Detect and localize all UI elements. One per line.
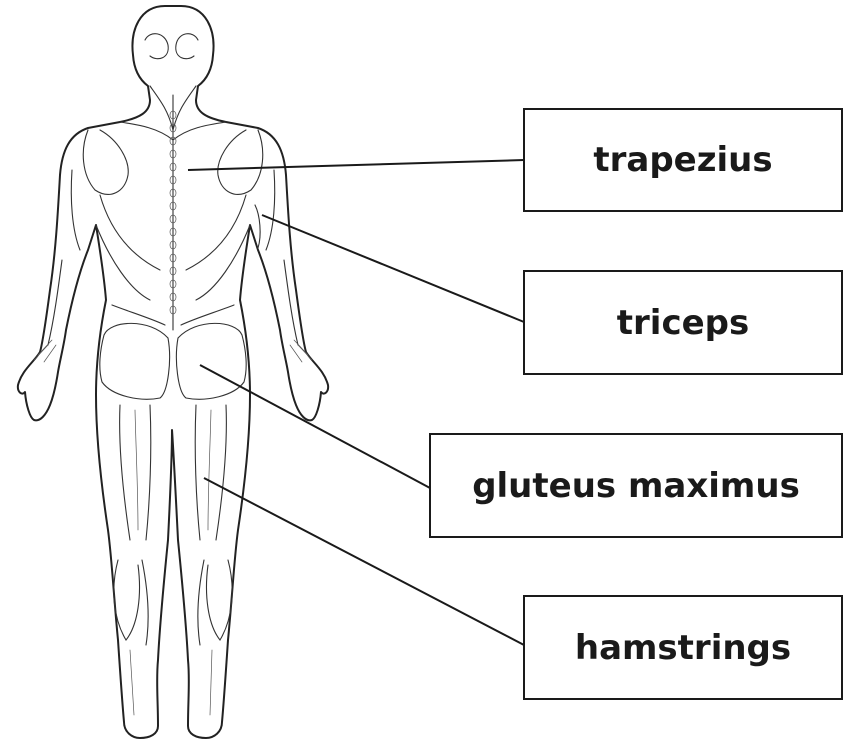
label-box-triceps: triceps xyxy=(523,270,843,375)
leader-lines xyxy=(188,160,524,645)
leader-line-trapezius xyxy=(188,160,524,170)
label-triceps: triceps xyxy=(617,303,749,343)
label-box-trapezius: trapezius xyxy=(523,108,843,212)
leader-line-triceps xyxy=(262,215,524,322)
label-box-gluteus-maximus: gluteus maximus xyxy=(429,433,843,538)
label-trapezius: trapezius xyxy=(593,140,772,180)
label-box-hamstrings: hamstrings xyxy=(523,595,843,700)
leader-line-gluteus-maximus xyxy=(200,365,430,488)
label-hamstrings: hamstrings xyxy=(575,628,791,668)
label-gluteus-maximus: gluteus maximus xyxy=(472,466,800,506)
